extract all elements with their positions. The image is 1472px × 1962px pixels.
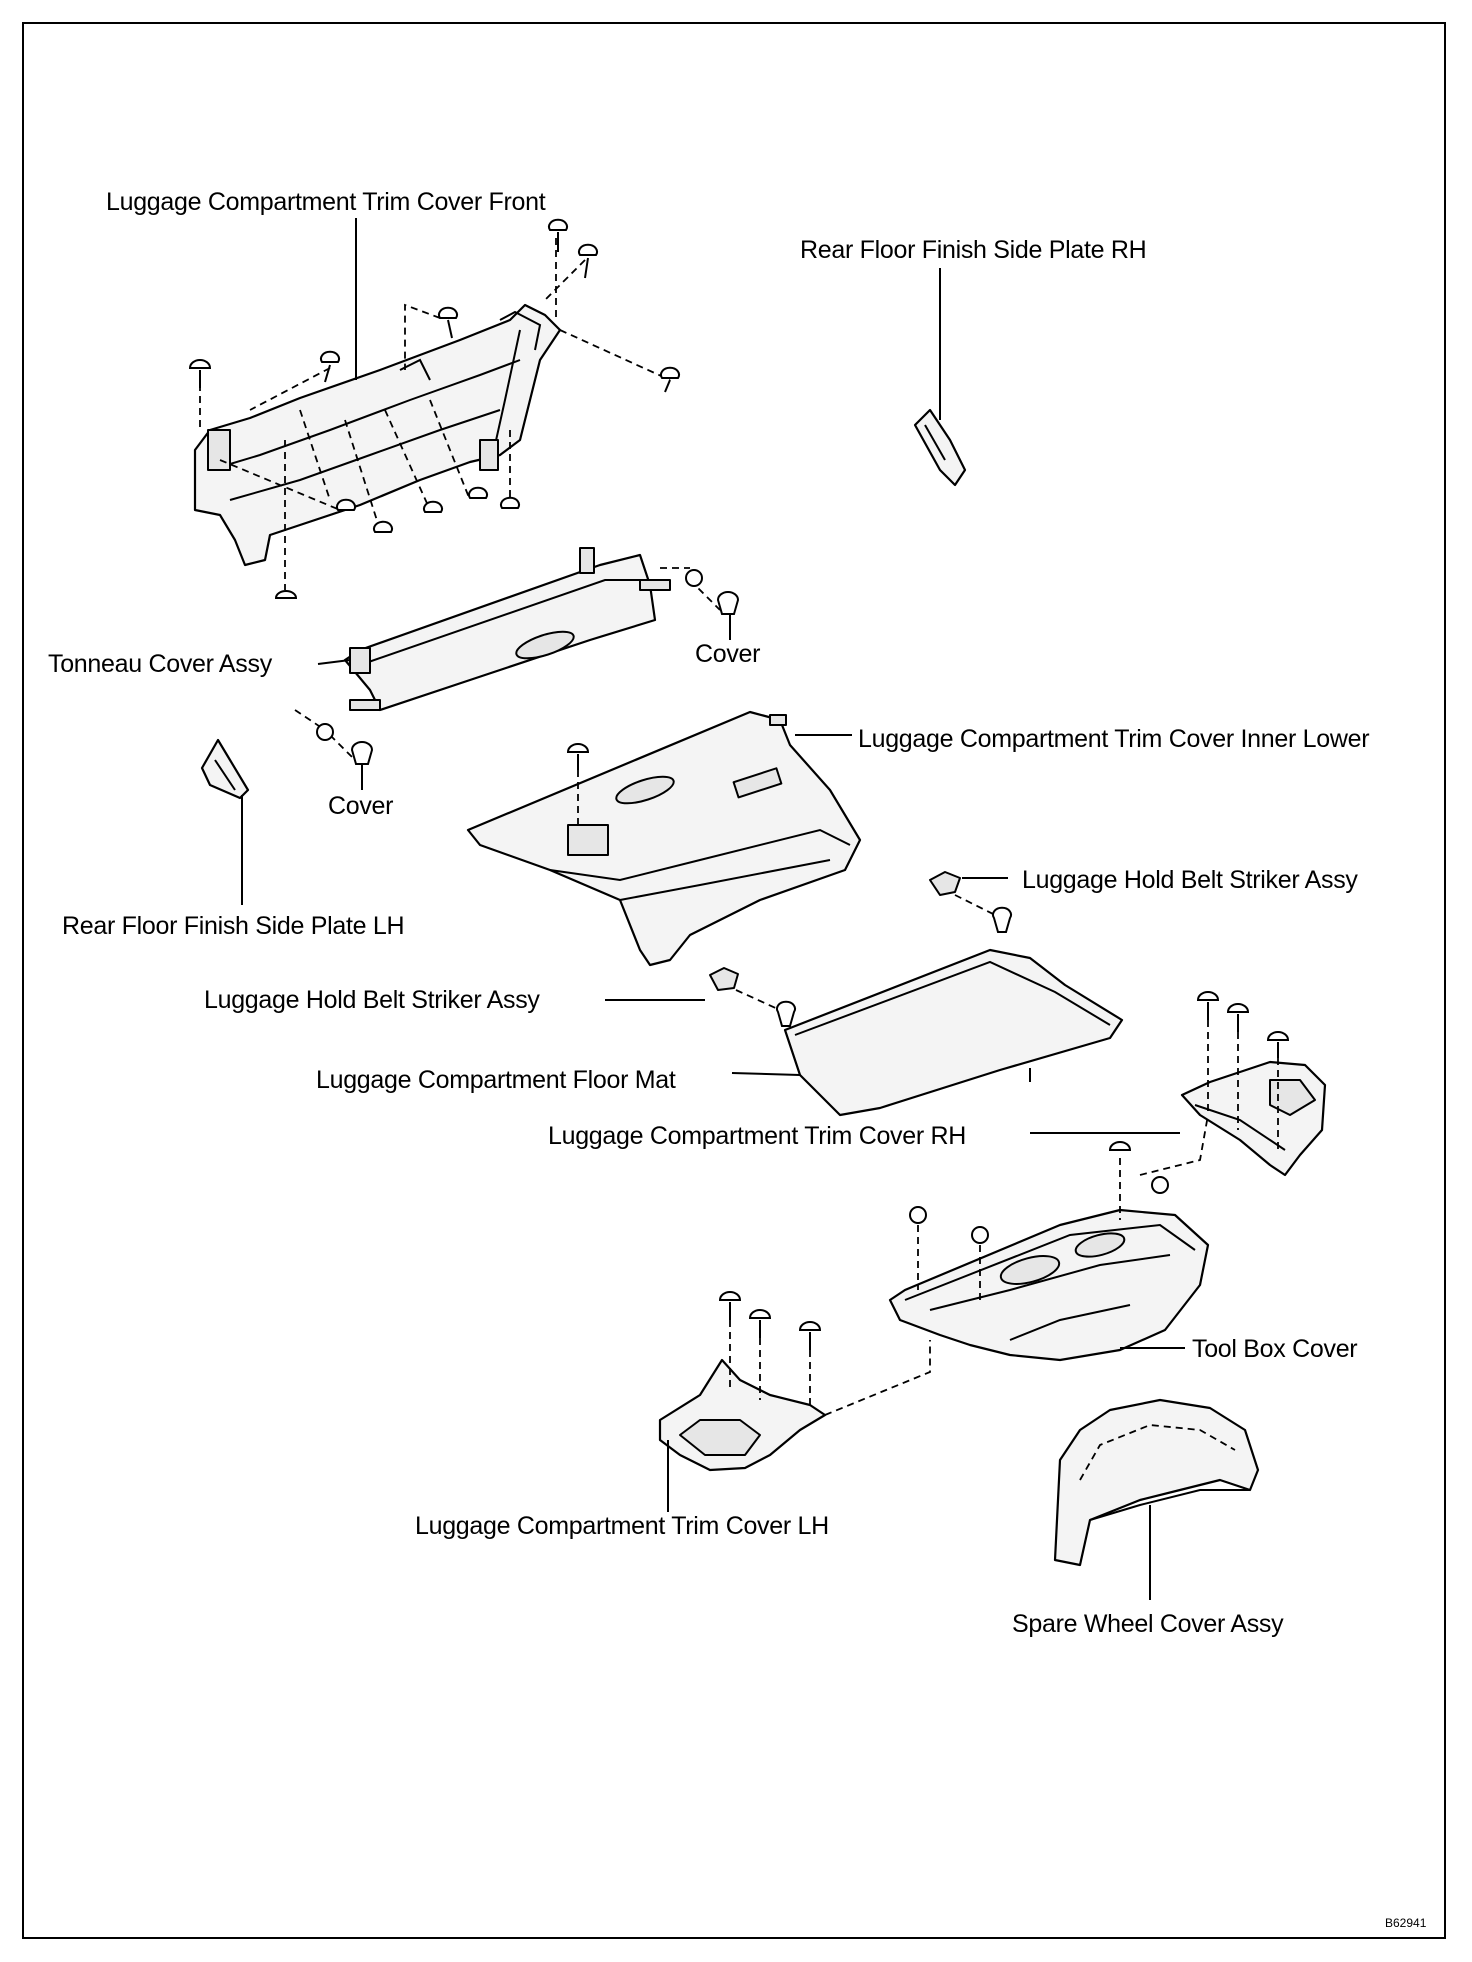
trim-cover-inner-lower-part (466, 710, 862, 967)
label-belt-striker-left: Luggage Hold Belt Striker Assy (204, 986, 540, 1014)
belt-striker-left-part (709, 967, 796, 1027)
trim-cover-front-part (193, 303, 562, 567)
label-cover-left: Cover (328, 792, 394, 820)
trim-cover-lh-part (658, 1291, 931, 1472)
spare-wheel-cover-part (1053, 1398, 1260, 1567)
label-side-plate-rh: Rear Floor Finish Side Plate RH (800, 236, 1147, 264)
label-trim-cover-rh: Luggage Compartment Trim Cover RH (548, 1122, 967, 1150)
leader-floor-mat (731, 1072, 801, 1076)
tonneau-cover-part (294, 547, 740, 765)
label-trim-cover-lh: Luggage Compartment Trim Cover LH (415, 1512, 829, 1540)
label-side-plate-lh: Rear Floor Finish Side Plate LH (62, 912, 405, 940)
belt-striker-right-part (929, 871, 1012, 933)
side-plate-lh-part (200, 738, 250, 800)
label-floor-mat: Luggage Compartment Floor Mat (316, 1066, 676, 1094)
label-trim-cover-inner-lower: Luggage Compartment Trim Cover Inner Low… (858, 725, 1370, 753)
floor-mat-part (783, 948, 1124, 1117)
side-plate-rh-part (913, 408, 967, 487)
label-tool-box-cover: Tool Box Cover (1192, 1335, 1358, 1363)
label-tonneau-cover: Tonneau Cover Assy (48, 650, 272, 678)
label-spare-wheel-cover: Spare Wheel Cover Assy (1012, 1610, 1284, 1638)
label-trim-cover-front: Luggage Compartment Trim Cover Front (106, 188, 546, 216)
figure-code: B62941 (1385, 1916, 1427, 1930)
leader-tonneau (317, 659, 351, 665)
trim-cover-rh-part (1180, 991, 1327, 1177)
trim-cover-front-fasteners (188, 218, 680, 599)
diagram-frame (22, 22, 1446, 1939)
label-belt-striker-right: Luggage Hold Belt Striker Assy (1022, 866, 1358, 894)
label-cover-right: Cover (695, 640, 761, 668)
tool-box-cover-part (888, 1114, 1210, 1362)
